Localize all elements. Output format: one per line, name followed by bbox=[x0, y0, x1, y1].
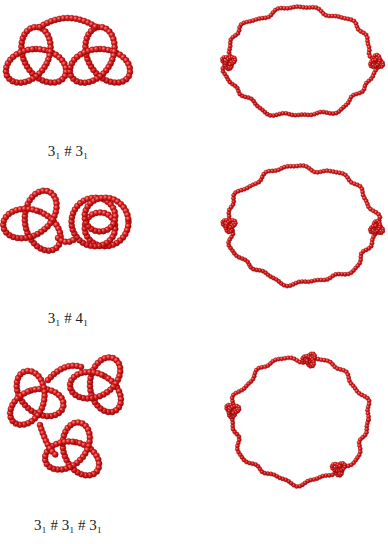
localized-knot bbox=[220, 55, 237, 71]
bead bbox=[374, 224, 378, 228]
bead bbox=[93, 46, 99, 52]
figure-eight-knot bbox=[69, 195, 132, 250]
localized-knot bbox=[225, 403, 241, 419]
bead bbox=[78, 364, 84, 370]
bead bbox=[34, 208, 40, 214]
polymer-ring bbox=[221, 5, 381, 118]
knot-label: 3₁ # 3₁ bbox=[48, 143, 88, 160]
bead bbox=[374, 58, 378, 62]
bead bbox=[305, 359, 309, 363]
bead bbox=[338, 464, 342, 468]
trefoil-knot bbox=[7, 368, 66, 428]
bead bbox=[231, 411, 235, 415]
trefoil-knot bbox=[42, 419, 102, 478]
bead bbox=[52, 451, 58, 457]
localized-knot bbox=[368, 219, 385, 235]
bead bbox=[29, 46, 35, 52]
bead bbox=[228, 225, 232, 229]
bead bbox=[99, 372, 105, 378]
trefoil-knot bbox=[67, 24, 133, 85]
bead bbox=[125, 216, 131, 222]
bead bbox=[25, 389, 31, 395]
trefoil-knot bbox=[3, 24, 69, 85]
trefoil-knot bbox=[0, 188, 63, 254]
polymer-ring bbox=[229, 356, 371, 489]
trefoil-knot bbox=[67, 354, 124, 415]
knot-strand bbox=[37, 422, 58, 457]
bead bbox=[228, 62, 232, 66]
knot-strand bbox=[37, 15, 98, 30]
bead bbox=[92, 24, 98, 30]
knot-label: 3₁ # 4₁ bbox=[48, 310, 88, 327]
polymer-ring bbox=[226, 164, 382, 289]
localized-knot bbox=[301, 352, 317, 369]
localized-knot bbox=[368, 53, 385, 69]
bead bbox=[70, 439, 76, 445]
knot-strand bbox=[55, 235, 76, 245]
localized-knot bbox=[330, 461, 347, 477]
bead bbox=[70, 237, 76, 243]
localized-knot bbox=[221, 218, 238, 234]
bead bbox=[366, 418, 370, 422]
knot-strand bbox=[45, 363, 84, 383]
knot-label: 3₁ # 3₁ # 3₁ bbox=[34, 517, 102, 534]
